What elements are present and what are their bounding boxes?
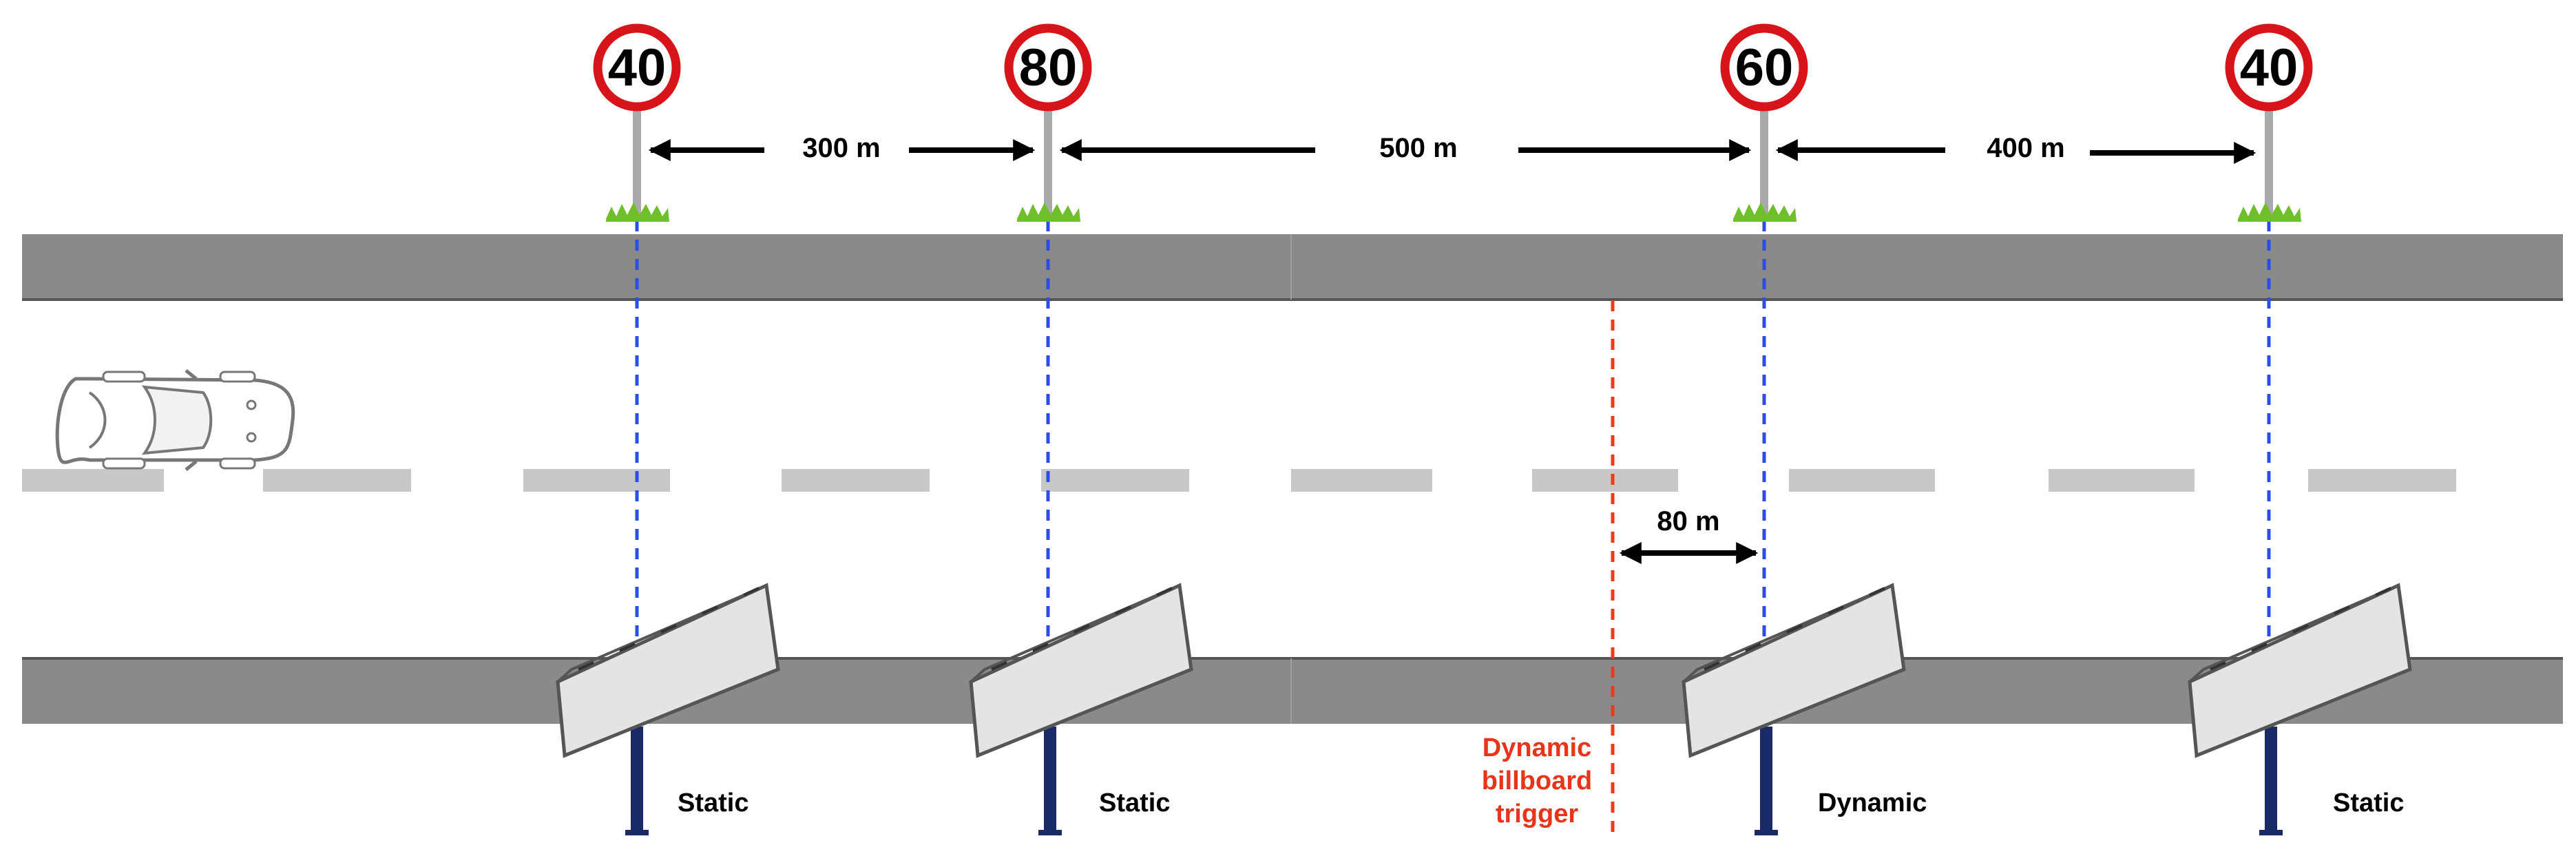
sign-pole	[633, 90, 641, 217]
billboard-type: Static	[2333, 789, 2404, 817]
distance-label: 500 m	[1379, 133, 1457, 163]
lane-dash	[523, 469, 670, 492]
lane-dash	[2049, 469, 2195, 492]
billboard-type: Static	[678, 789, 748, 817]
lane-dash	[1789, 469, 1935, 492]
speed-limit-value: 60	[1735, 39, 1794, 97]
grass-icon	[1017, 202, 1080, 222]
speed-sign-4: 40	[2225, 23, 2313, 222]
speed-limit-value: 80	[1019, 39, 1078, 97]
lane-dash	[1041, 469, 1189, 492]
speed-limit-sign-icon	[2225, 23, 2313, 112]
billboard-1: Static	[556, 583, 780, 835]
billboard-post	[1760, 727, 1772, 833]
sign-pole	[1760, 90, 1768, 217]
speed-sign-1: 40	[593, 23, 681, 222]
speed-limit-value: 40	[2240, 39, 2298, 97]
lane-dash	[1532, 469, 1678, 492]
trigger-label-line: trigger	[1496, 800, 1579, 828]
distance-label: 80 m	[1657, 506, 1719, 536]
lane-dash	[2308, 469, 2456, 492]
billboard-4: Static	[2188, 583, 2412, 835]
trigger-distance: 80 m	[1619, 506, 1759, 564]
billboard-icon	[556, 583, 780, 758]
grass-icon	[2238, 202, 2301, 222]
speed-limit-sign-icon	[1720, 23, 1808, 112]
speed-sign-3: 60	[1720, 23, 1808, 222]
lane-dash	[263, 469, 411, 492]
grass-icon	[1733, 202, 1797, 222]
speed-limit-value: 40	[608, 39, 667, 97]
sign-pole	[2265, 90, 2273, 217]
distance-label: 400 m	[1987, 133, 2064, 163]
sign-pole	[1044, 90, 1052, 217]
billboard-post	[1044, 727, 1056, 833]
speed-limit-sign-icon	[1004, 23, 1092, 112]
trigger-label: Dynamic billboard trigger	[1482, 733, 1592, 828]
billboard-type: Dynamic	[1818, 789, 1927, 817]
distance-400: 400 m	[1775, 133, 2256, 164]
speed-limit-sign-icon	[593, 23, 681, 112]
distance-500: 500 m	[1059, 133, 1752, 163]
lane-divider	[22, 469, 2456, 492]
lane-dash	[22, 469, 164, 492]
upper-road	[22, 234, 2563, 301]
speed-sign-2: 80	[1004, 23, 1092, 222]
distance-300: 300 m	[648, 133, 1036, 163]
trigger-label-line: billboard	[1482, 767, 1592, 795]
billboard-icon	[2188, 583, 2412, 758]
billboard-post	[2265, 727, 2277, 833]
billboard-2: Static	[969, 583, 1193, 835]
guide-lines	[635, 220, 2271, 833]
lane-dash	[1291, 469, 1432, 492]
grass-icon	[606, 202, 669, 222]
billboard-3: Dynamic	[1682, 583, 1927, 835]
trigger-label-line: Dynamic	[1483, 733, 1591, 762]
billboard-type: Static	[1099, 789, 1170, 817]
lane-dash	[782, 469, 930, 492]
car-icon	[55, 369, 295, 471]
lower-road	[22, 657, 2563, 724]
billboard-icon	[1682, 583, 1906, 758]
distance-label: 300 m	[802, 133, 880, 163]
billboard-icon	[969, 583, 1193, 758]
billboard-post	[631, 727, 643, 833]
